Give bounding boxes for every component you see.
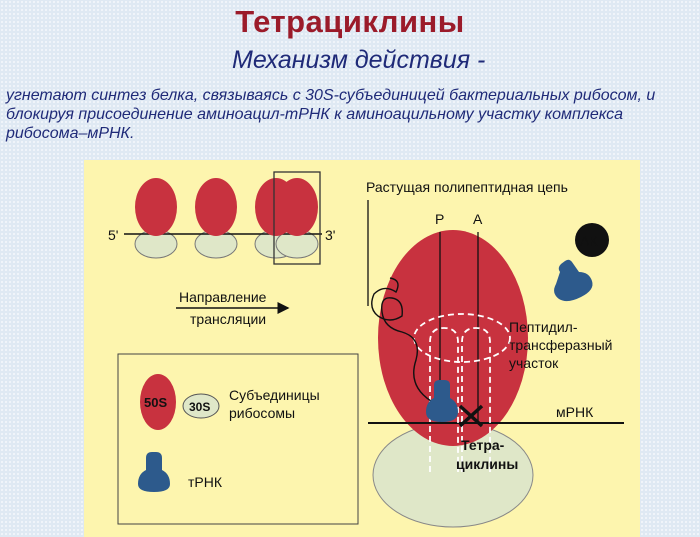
aminoacid-label: АК: [580, 233, 598, 249]
five-prime-label: 5': [108, 227, 118, 243]
trna-path-p: [429, 327, 459, 472]
three-prime-label: 3': [325, 227, 335, 243]
blocked-site-cross: [458, 404, 484, 428]
bound-trna-icon: [426, 380, 458, 422]
large-subunit-4: [276, 178, 318, 236]
growing-chain-label: Растущая полипептидная цепь: [366, 179, 568, 195]
ptc-label-line3: участок: [509, 355, 559, 371]
page-subtitle: Механизм действия -: [232, 46, 486, 74]
mrna-label: мРНК: [556, 404, 594, 420]
aminoacyl-trna-icon: [554, 259, 593, 302]
ptc-label-line2: трансферазный: [509, 337, 612, 353]
tetracycline-label-line2: циклины: [456, 456, 518, 472]
direction-label-line2: трансляции: [190, 311, 266, 327]
ptc-label-line1: Пептидил-: [509, 319, 578, 335]
legend-small-subunit-label: 30S: [189, 400, 210, 414]
site-p-label: P: [435, 211, 444, 227]
legend-trna-label: тРНК: [188, 474, 223, 490]
legend-large-subunit: [140, 374, 176, 430]
translation-direction: Направление трансляции: [176, 289, 290, 327]
legend-subunits-line2: рибосомы: [229, 405, 295, 421]
aminoacid-badge: [575, 223, 609, 257]
diagram-panel: 5' 3' Направление трансляции 50S 30S Суб…: [84, 160, 640, 537]
mechanism-description: угнетают синтез белка, связываясь с 30S-…: [6, 87, 656, 142]
peptidyl-transferase-site: [413, 313, 511, 363]
legend-trna-icon: [138, 452, 170, 492]
trna-path-a: [461, 327, 491, 472]
legend-large-subunit-label: 50S: [144, 395, 167, 410]
legend-small-subunit: [182, 393, 220, 419]
selected-ribosome-frame: [273, 171, 321, 265]
legend-box: 50S 30S Субъединицы рибосомы тРНК: [117, 353, 359, 525]
legend-subunits-line1: Субъединицы: [229, 387, 320, 403]
direction-label-line1: Направление: [179, 289, 267, 305]
site-a-label: A: [473, 211, 483, 227]
page-title: Тетрациклины: [235, 4, 465, 39]
polypeptide-chain: [371, 277, 441, 407]
large-subunit-2: [195, 178, 237, 236]
ribosome-complex: Растущая полипептидная цепь P A АК Пепти…: [366, 179, 624, 528]
tetracycline-label-line1: Тетра-: [461, 437, 505, 453]
translation-diagram: 5' 3' Направление трансляции 50S 30S Суб…: [108, 171, 624, 528]
polysome: 5' 3': [108, 171, 335, 265]
large-subunit-1: [135, 178, 177, 236]
